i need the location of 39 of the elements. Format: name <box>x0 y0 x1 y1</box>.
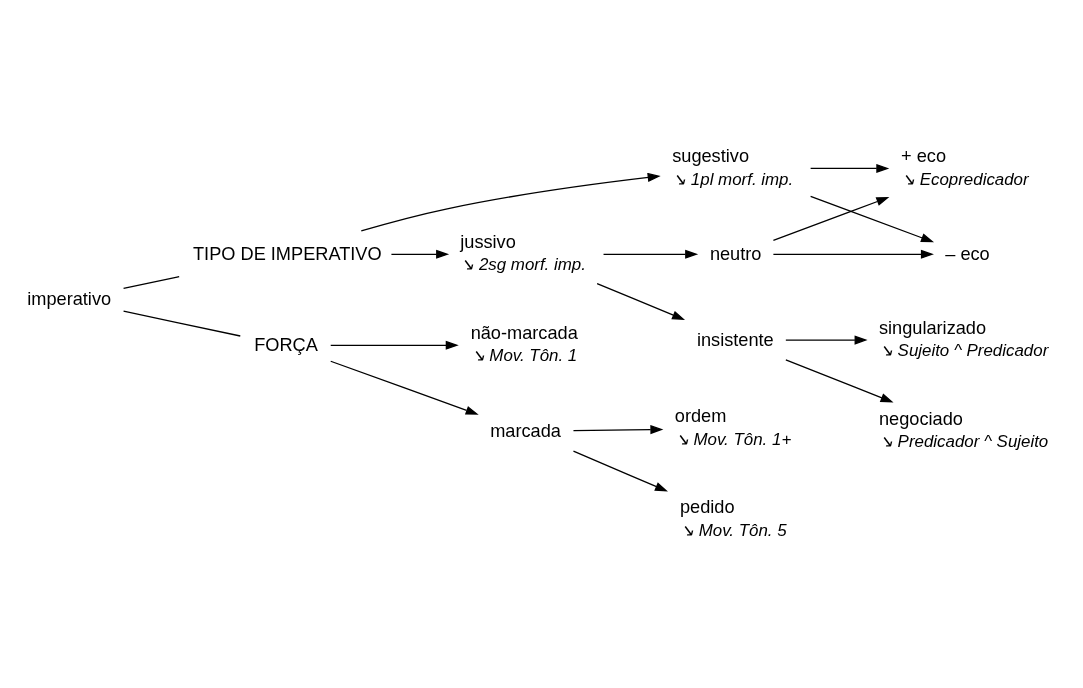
node-label: ↘ Mov. Tôn. 1+ <box>674 429 792 449</box>
node-label: ↘ Sujeito ^ Predicador <box>878 341 1049 361</box>
arrow <box>330 340 459 350</box>
node-label: ↘ Ecopredicador <box>901 169 1029 189</box>
node-text: marcada <box>490 420 561 441</box>
node-label: ↘ 2sg morf. imp. <box>460 255 586 275</box>
arrow <box>810 163 890 173</box>
arrow <box>602 249 699 259</box>
arrow <box>572 425 664 435</box>
node-text: sugestivo <box>672 146 750 167</box>
node-text: – eco <box>945 243 990 264</box>
arrow <box>785 359 894 403</box>
node-label: ↘ Predicador ^ Sujeito <box>878 432 1049 452</box>
node-text: imperativo <box>27 289 112 310</box>
node-text: + eco <box>901 146 947 167</box>
arrow <box>772 249 934 259</box>
connector <box>122 310 241 337</box>
node-text: singularizado <box>878 317 987 338</box>
node-text: ordem <box>674 406 727 427</box>
node-label: ↘ Mov. Tôn. 1 <box>470 346 578 366</box>
arrow <box>360 172 661 232</box>
arrow <box>596 282 686 321</box>
node-text: não-marcada <box>470 323 578 344</box>
node-text: jussivo <box>460 232 516 253</box>
node-text: TIPO DE IMPERATIVO <box>193 243 382 264</box>
node-text: pedido <box>679 497 735 518</box>
node-label: ↘ 1pl morf. imp. <box>672 169 794 189</box>
node-text: neutro <box>709 243 762 264</box>
connector <box>122 275 180 290</box>
node-text: insistente <box>696 329 774 350</box>
node-label: ↘ Mov. Tôn. 5 <box>679 520 787 540</box>
arrow <box>330 360 479 415</box>
arrow <box>390 249 450 259</box>
node-text: FORÇA <box>254 334 318 355</box>
arrow <box>810 195 935 243</box>
arrow <box>572 450 668 492</box>
node-text: negociado <box>878 408 963 429</box>
arrow <box>772 197 890 241</box>
arrow <box>785 335 868 345</box>
